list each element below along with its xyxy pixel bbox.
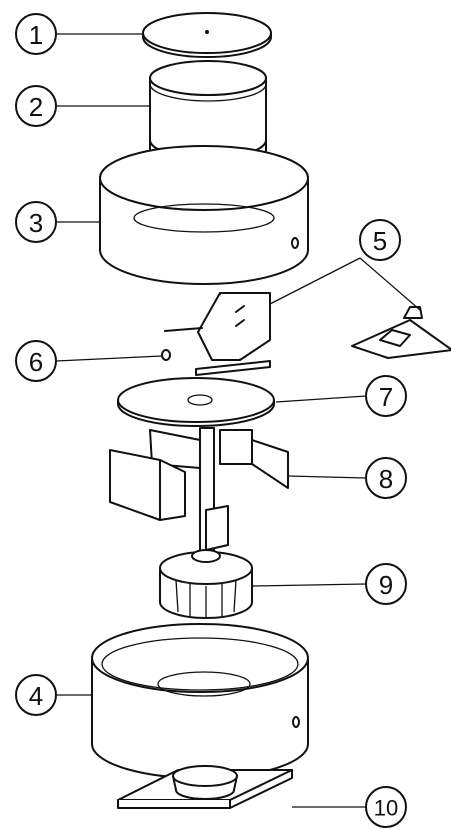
part-3-ring-housing — [99, 145, 309, 285]
part-7-disc — [117, 377, 275, 427]
svg-text:4: 4 — [29, 681, 43, 711]
callout-4: 4 — [15, 674, 57, 716]
part-9-blower-wheel — [159, 549, 253, 619]
callout-1: 1 — [15, 13, 57, 55]
svg-text:7: 7 — [379, 382, 393, 412]
svg-text:10: 10 — [374, 796, 398, 821]
callout-8: 8 — [365, 457, 407, 499]
callout-9: 9 — [365, 563, 407, 605]
part-10-base-plate — [117, 765, 293, 809]
svg-text:3: 3 — [29, 208, 43, 238]
callout-7: 7 — [365, 375, 407, 417]
callout-10: 10 — [365, 786, 407, 828]
svg-text:5: 5 — [373, 226, 387, 256]
svg-text:9: 9 — [379, 570, 393, 600]
part-1-cap-disc — [142, 12, 272, 58]
part-8-blades — [109, 427, 289, 557]
part-6-pin — [161, 349, 171, 361]
svg-text:6: 6 — [29, 347, 43, 377]
part-4-bowl-housing — [91, 623, 309, 779]
svg-text:8: 8 — [379, 464, 393, 494]
callout-6: 6 — [15, 340, 57, 382]
svg-text:2: 2 — [29, 92, 43, 122]
part-5-mounting-plate — [351, 306, 451, 359]
svg-text:1: 1 — [29, 20, 43, 50]
callout-5: 5 — [359, 219, 401, 261]
callout-3: 3 — [15, 201, 57, 243]
part-5-bracket — [164, 292, 271, 376]
leader-lines — [55, 33, 421, 808]
callout-2: 2 — [15, 85, 57, 127]
